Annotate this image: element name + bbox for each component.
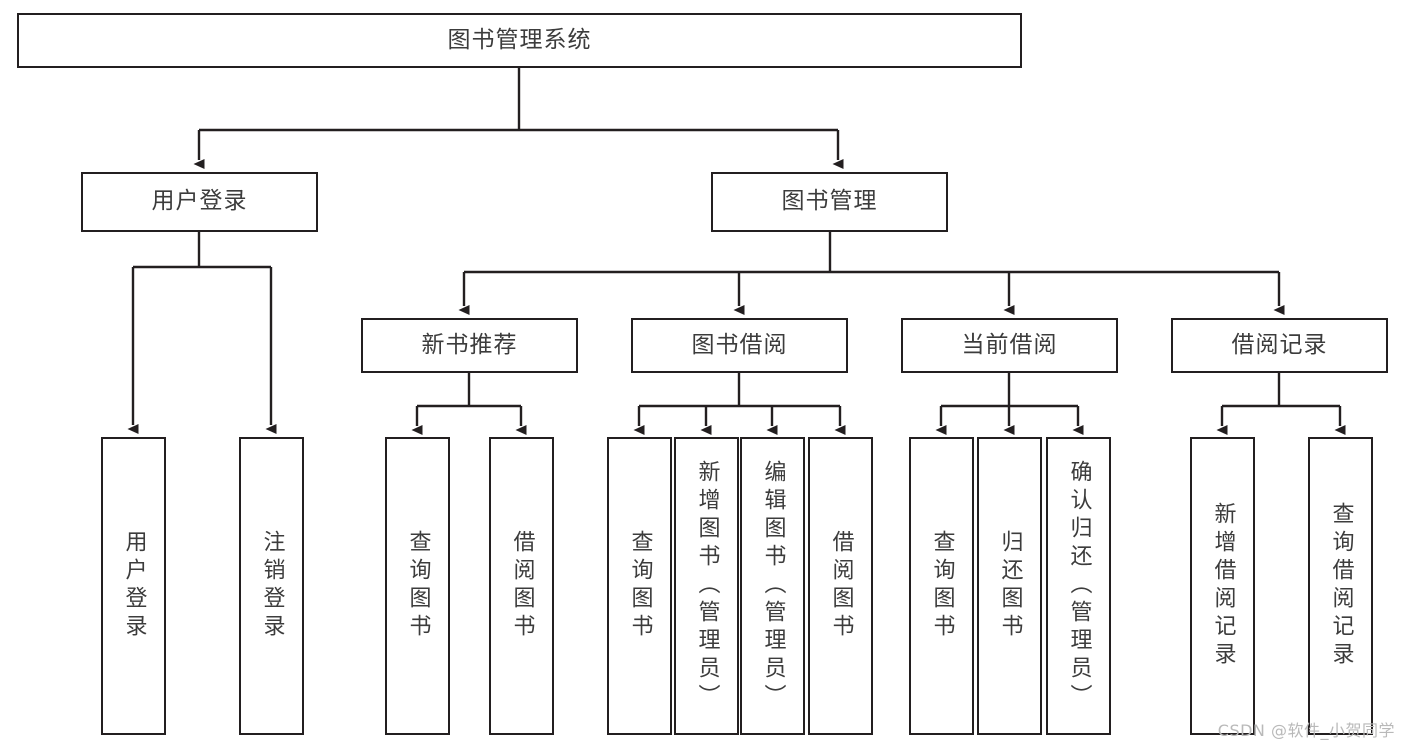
leaf-query-book-current[interactable]: 查询图书 bbox=[909, 437, 974, 735]
node-label: 图书管理系统 bbox=[447, 26, 592, 53]
leaf-user-login[interactable]: 用户登录 bbox=[101, 437, 166, 735]
node-label: 图书借阅 bbox=[691, 331, 788, 358]
node-label: 用户登录 bbox=[151, 188, 248, 215]
node-label: 归还图书 bbox=[997, 530, 1023, 642]
leaf-user-logout[interactable]: 注销登录 bbox=[239, 437, 304, 735]
node-label: 借阅图书 bbox=[509, 530, 535, 642]
node-new-book-recommendation[interactable]: 新书推荐 bbox=[361, 318, 578, 373]
node-label: 借阅图书 bbox=[828, 530, 854, 642]
leaf-borrow-book-new-rec[interactable]: 借阅图书 bbox=[489, 437, 554, 735]
node-label: 新书推荐 bbox=[421, 331, 518, 358]
node-label: 新增图书（管理员） bbox=[694, 460, 720, 712]
node-label: 注销登录 bbox=[259, 530, 285, 642]
leaf-query-book-new-rec[interactable]: 查询图书 bbox=[385, 437, 450, 735]
watermark-text: CSDN @软件_小贺同学 bbox=[1217, 721, 1395, 740]
leaf-query-book-borrowing[interactable]: 查询图书 bbox=[607, 437, 672, 735]
leaf-confirm-return-admin[interactable]: 确认归还（管理员） bbox=[1046, 437, 1111, 735]
node-label: 用户登录 bbox=[121, 530, 147, 642]
node-label: 查询图书 bbox=[627, 530, 653, 642]
node-label: 编辑图书（管理员） bbox=[760, 460, 786, 712]
node-label: 新增借阅记录 bbox=[1210, 502, 1236, 670]
leaf-return-book[interactable]: 归还图书 bbox=[977, 437, 1042, 735]
node-label: 图书管理 bbox=[781, 188, 878, 215]
node-label: 查询图书 bbox=[929, 530, 955, 642]
node-label: 确认归还（管理员） bbox=[1066, 460, 1092, 712]
leaf-add-book-admin[interactable]: 新增图书（管理员） bbox=[674, 437, 739, 735]
node-current-borrowing[interactable]: 当前借阅 bbox=[901, 318, 1118, 373]
node-book-borrowing[interactable]: 图书借阅 bbox=[631, 318, 848, 373]
node-label: 查询图书 bbox=[405, 530, 431, 642]
leaf-query-borrowing-record[interactable]: 查询借阅记录 bbox=[1308, 437, 1373, 735]
node-root-book-management-system[interactable]: 图书管理系统 bbox=[17, 13, 1022, 68]
node-borrowing-record[interactable]: 借阅记录 bbox=[1171, 318, 1388, 373]
node-book-management[interactable]: 图书管理 bbox=[711, 172, 948, 232]
node-label: 当前借阅 bbox=[961, 331, 1058, 358]
leaf-add-borrowing-record[interactable]: 新增借阅记录 bbox=[1190, 437, 1255, 735]
leaf-edit-book-admin[interactable]: 编辑图书（管理员） bbox=[740, 437, 805, 735]
leaf-borrow-book-borrowing[interactable]: 借阅图书 bbox=[808, 437, 873, 735]
node-user-login[interactable]: 用户登录 bbox=[81, 172, 318, 232]
node-label: 借阅记录 bbox=[1231, 331, 1328, 358]
node-label: 查询借阅记录 bbox=[1328, 502, 1354, 670]
